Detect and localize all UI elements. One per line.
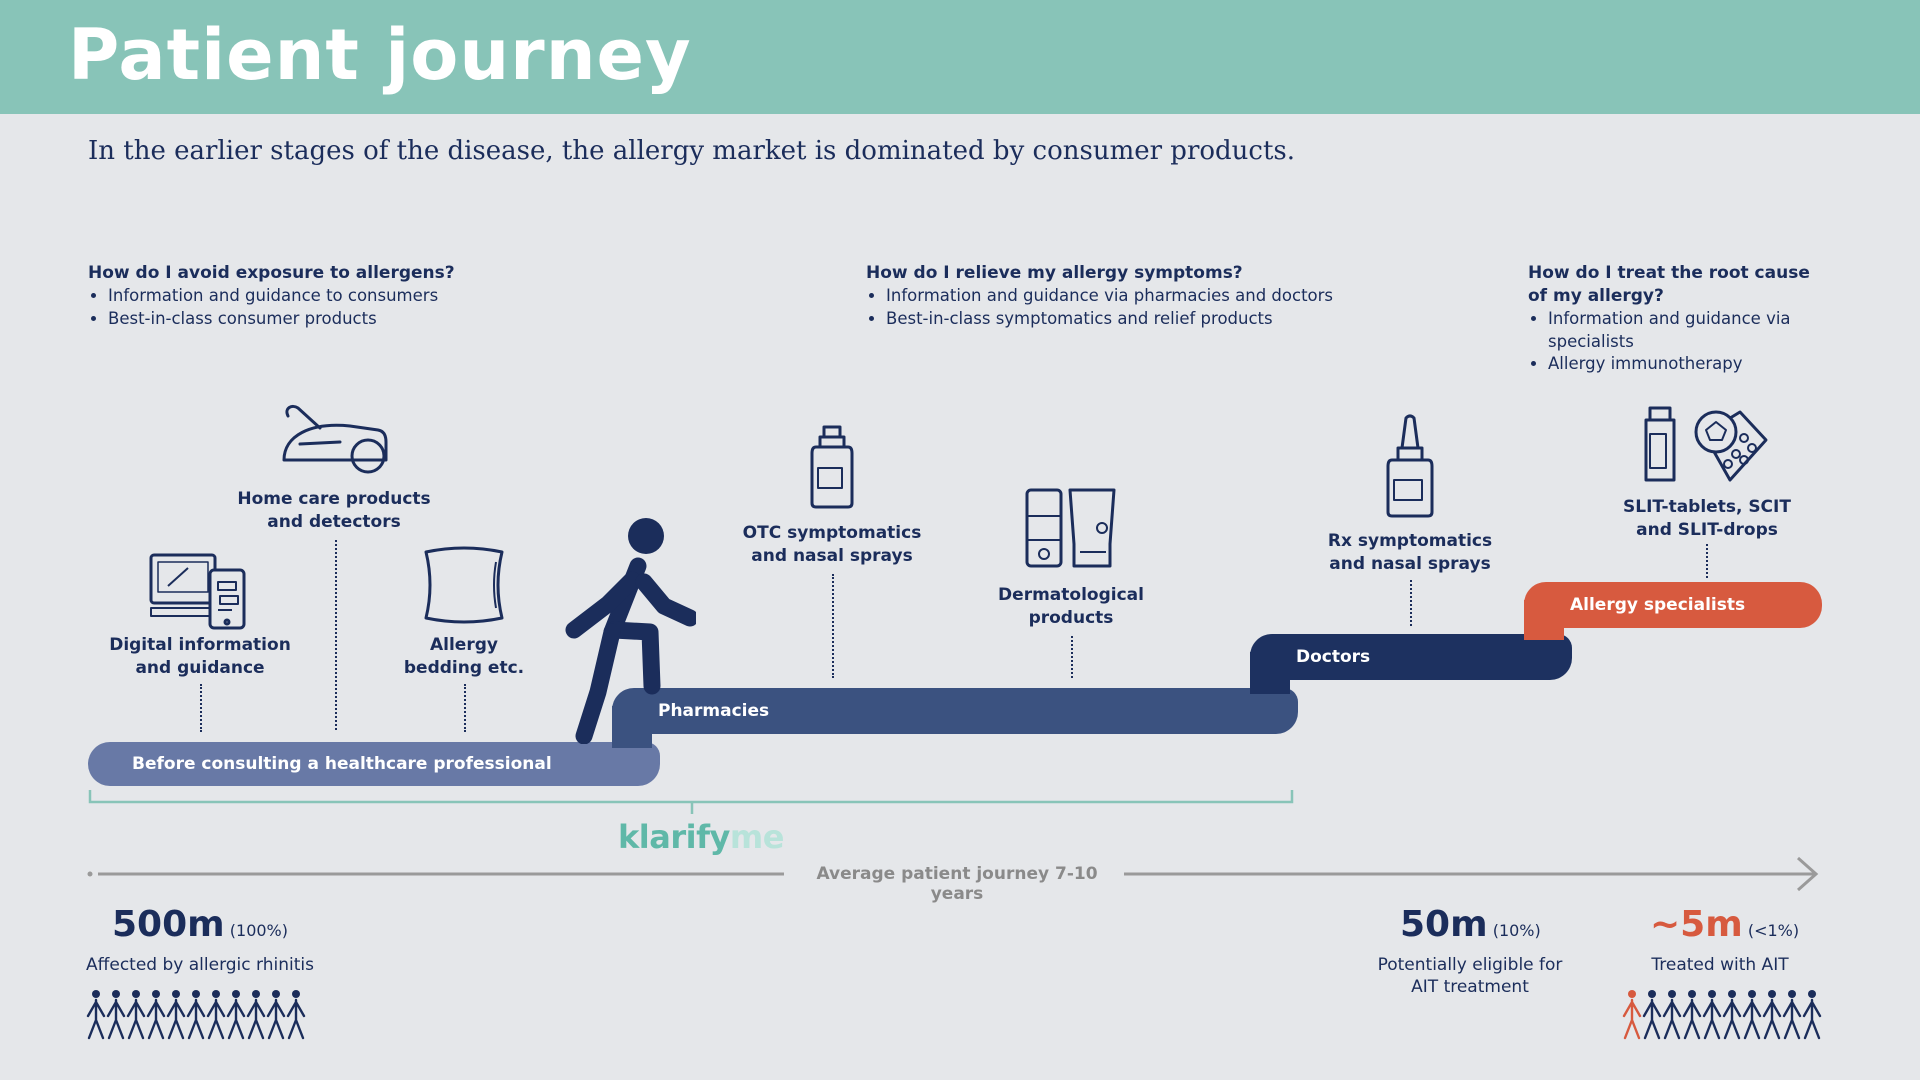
connector-bedding [464, 684, 466, 732]
question-relieve-title: How do I relieve my allergy symptoms? [866, 263, 1243, 283]
step-pharmacies-label: Pharmacies [658, 701, 770, 721]
step-specialists-label: Allergy specialists [1570, 595, 1746, 615]
riser-pharmacies [612, 706, 652, 748]
walking-person-icon [565, 518, 696, 744]
list-item: Information and guidance to consumers [108, 285, 508, 308]
computer-phone-icon [149, 553, 246, 630]
stat-treated-value: ~5m [1650, 904, 1743, 945]
stat-affected-pct: (100%) [229, 921, 288, 940]
question-treat: How do I treat the root cause of my alle… [1528, 262, 1818, 376]
header-banner [0, 0, 1920, 114]
riser-doctors [1250, 652, 1290, 694]
brand-logo-part2: me [729, 818, 785, 856]
question-avoid-list: Information and guidance to consumers Be… [88, 285, 508, 330]
connector-rx [1410, 580, 1412, 626]
stat-treated: ~5m (<1%) [1650, 904, 1799, 945]
stat-eligible-label: Potentially eligible for AIT treatment [1377, 955, 1563, 997]
pillow-icon [424, 546, 504, 624]
stat-affected: 500m (100%) [112, 904, 288, 945]
label-rx: Rx symptomatics and nasal sprays [1327, 531, 1493, 574]
stat-treated-label: Treated with AIT [1651, 955, 1789, 975]
list-item: Information and guidance via pharmacies … [886, 285, 1366, 308]
riser-specialists [1524, 600, 1564, 640]
timeline-arrow [87, 856, 1819, 892]
list-item: Best-in-class consumer products [108, 308, 508, 331]
connector-home-care [335, 540, 337, 730]
connector-otc [832, 574, 834, 678]
label-bedding: Allergy bedding etc. [403, 635, 525, 678]
nasal-spray-icon [1386, 414, 1434, 518]
connector-slit [1706, 544, 1708, 578]
question-avoid-title: How do I avoid exposure to allergens? [88, 263, 455, 283]
timeline-label: Average patient journey 7-10 years [816, 864, 1098, 904]
stat-affected-label: Affected by allergic rhinitis [86, 955, 314, 975]
journey-bracket [88, 790, 1294, 814]
people-treated-icon [1622, 990, 1822, 1040]
tablet-blister-icon [1644, 406, 1768, 482]
question-relieve: How do I relieve my allergy symptoms? In… [866, 262, 1366, 330]
label-otc: OTC symptomatics and nasal sprays [742, 523, 922, 566]
step-doctors: Doctors [1250, 634, 1572, 680]
page-title: Patient journey [68, 14, 692, 96]
question-avoid: How do I avoid exposure to allergens? In… [88, 262, 508, 330]
connector-digital [200, 684, 202, 732]
brand-logo: klarifyme [618, 818, 784, 856]
question-relieve-list: Information and guidance via pharmacies … [866, 285, 1366, 330]
list-item: Allergy immunotherapy [1548, 353, 1818, 376]
page-subtitle: In the earlier stages of the disease, th… [88, 136, 1296, 166]
cream-tubes-icon [1025, 488, 1116, 568]
step-before-consulting: Before consulting a healthcare professio… [88, 742, 660, 786]
list-item: Information and guidance via specialists [1548, 308, 1818, 353]
label-slit: SLIT-tablets, SCIT and SLIT-drops [1623, 497, 1791, 540]
question-treat-title: How do I treat the root cause of my alle… [1528, 263, 1810, 306]
question-treat-list: Information and guidance via specialists… [1528, 308, 1818, 376]
stat-eligible-value: 50m [1400, 904, 1488, 945]
step-doctors-label: Doctors [1296, 647, 1371, 667]
stat-eligible: 50m (10%) [1400, 904, 1541, 945]
label-digital-info: Digital information and guidance [109, 635, 291, 678]
step-pharmacies: Pharmacies [612, 688, 1298, 734]
connector-derm [1071, 636, 1073, 678]
step-allergy-specialists: Allergy specialists [1524, 582, 1822, 628]
brand-logo-part1: klarify [618, 818, 730, 856]
stat-eligible-pct: (10%) [1492, 921, 1541, 940]
label-derm: Dermatological products [998, 585, 1144, 628]
stat-affected-value: 500m [112, 904, 225, 945]
list-item: Best-in-class symptomatics and relief pr… [886, 308, 1366, 331]
bottle-icon [810, 425, 854, 509]
vacuum-cleaner-icon [282, 404, 388, 474]
label-home-care: Home care products and detectors [237, 489, 431, 532]
step-before-label: Before consulting a healthcare professio… [132, 754, 552, 774]
people-affected-icon [86, 990, 306, 1040]
stat-treated-pct: (<1%) [1747, 921, 1800, 940]
